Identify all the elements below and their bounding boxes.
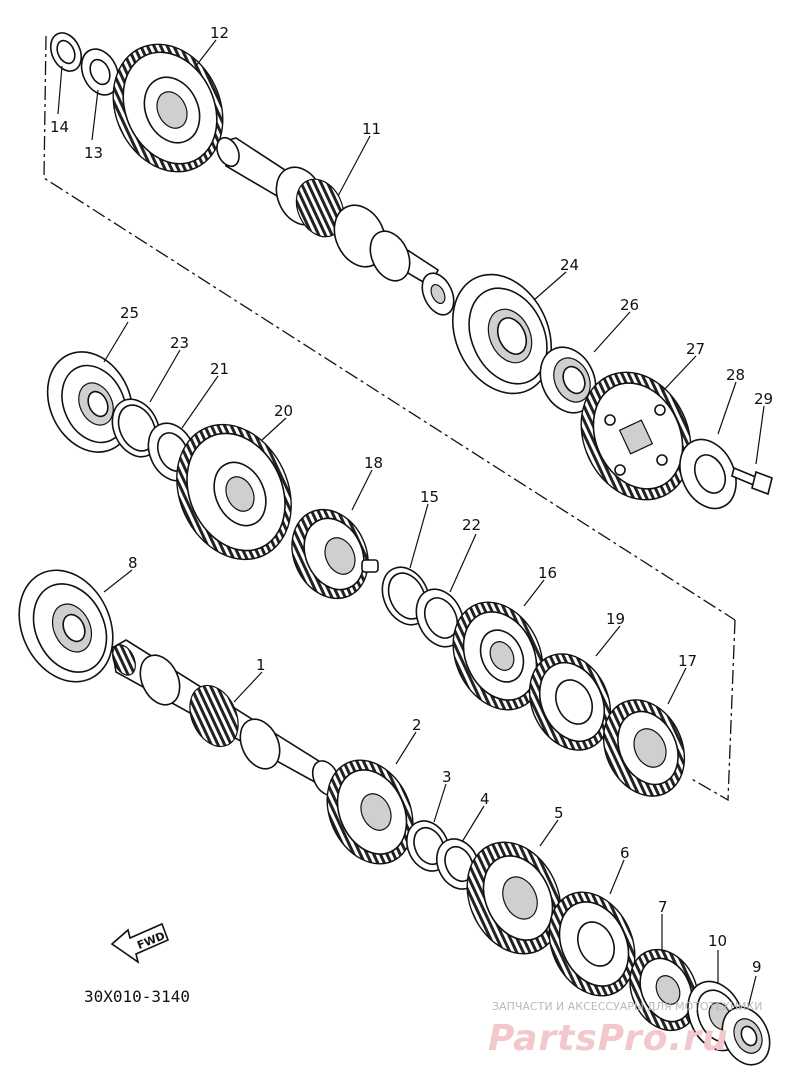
- callout-10: 10: [708, 932, 727, 950]
- part-2-gear: [326, 759, 414, 865]
- callout-8: 8: [128, 554, 138, 572]
- callout-29: 29: [754, 390, 773, 408]
- part-25-bearing: [46, 351, 134, 453]
- part-20-gear: [176, 423, 292, 561]
- callout-23: 23: [170, 334, 189, 352]
- callout-6: 6: [620, 844, 630, 862]
- part-7-gear: [629, 948, 699, 1032]
- part-12-gear: [112, 43, 224, 173]
- callout-numbers: 1 2 3 4 5 6 7 8 9 10 11 12 13 14 15 16 1…: [50, 24, 773, 976]
- callout-18: 18: [364, 454, 383, 472]
- part-18-gear: [291, 508, 379, 600]
- part-13-washer: [80, 48, 120, 96]
- callout-20: 20: [274, 402, 293, 420]
- part-28-lock-washer: [679, 438, 737, 510]
- part-22-washer: [415, 588, 465, 648]
- callout-7: 7: [658, 898, 668, 916]
- leader-lines: [57, 39, 765, 1009]
- callout-3: 3: [442, 768, 452, 786]
- callout-28: 28: [726, 366, 745, 384]
- part-19-gear: [528, 653, 612, 751]
- part-27-drive-sprocket: [580, 371, 692, 501]
- part-6-gear: [548, 891, 636, 997]
- callout-14: 14: [50, 118, 69, 136]
- callout-2: 2: [412, 716, 422, 734]
- callout-16: 16: [538, 564, 557, 582]
- callout-17: 17: [678, 652, 697, 670]
- callout-15: 15: [420, 488, 439, 506]
- callout-26: 26: [620, 296, 639, 314]
- callout-19: 19: [606, 610, 625, 628]
- watermark-tagline: ЗАПЧАСТИ И АКСЕССУАРЫ ДЛЯ МОТОТЕХНИКИ: [492, 1000, 762, 1013]
- callout-22: 22: [462, 516, 481, 534]
- part-14-circlip: [49, 32, 83, 72]
- fwd-arrow-icon: FWD: [110, 922, 170, 964]
- callout-5: 5: [554, 804, 564, 822]
- watermark: ЗАПЧАСТИ И АКСЕССУАРЫ ДЛЯ МОТОТЕХНИКИ Pa…: [488, 1000, 762, 1059]
- callout-9: 9: [752, 958, 762, 976]
- part-8-bearing: [18, 569, 114, 683]
- drawing-code: 30X010-3140: [84, 987, 190, 1006]
- part-5-gear: [466, 841, 562, 955]
- callout-13: 13: [84, 144, 103, 162]
- callout-1: 1: [256, 656, 266, 674]
- part-1-drive-axle: [111, 639, 341, 796]
- callout-27: 27: [686, 340, 705, 358]
- callout-21: 21: [210, 360, 229, 378]
- part-9-oil-seal: [721, 1006, 771, 1066]
- callout-25: 25: [120, 304, 139, 322]
- callout-24: 24: [560, 256, 579, 274]
- callout-11: 11: [362, 120, 381, 138]
- callout-4: 4: [480, 790, 490, 808]
- assembly-boundary-lines: [43, 35, 736, 802]
- watermark-logo: PartsPro.ru: [488, 1018, 729, 1059]
- callout-12: 12: [210, 24, 229, 42]
- part-26-oil-seal: [539, 346, 597, 414]
- fwd-label: FWD: [135, 929, 167, 952]
- part-24-bearing: [451, 273, 553, 395]
- part-29-bolt: [731, 466, 773, 496]
- part-16-gear: [452, 601, 544, 711]
- part-17-gear: [602, 699, 686, 797]
- part-11-main-axle: [216, 136, 455, 316]
